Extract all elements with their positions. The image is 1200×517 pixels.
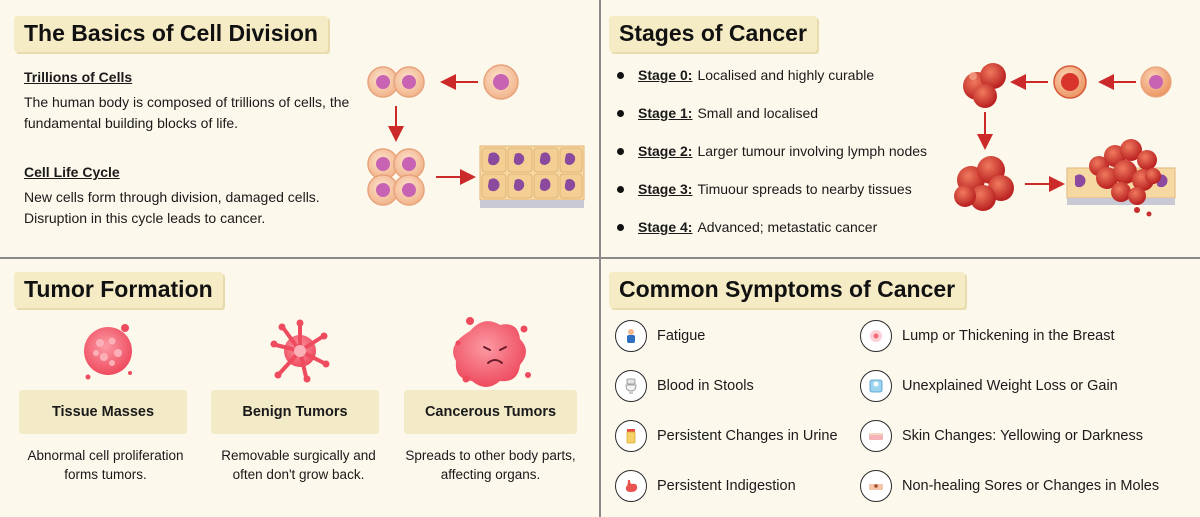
tumor-card-cancerous: Cancerous Tumors	[404, 390, 577, 434]
cancer-progression-illustration	[954, 63, 1176, 217]
symptom-breast-lump: Lump or Thickening in the Breast	[860, 320, 1115, 352]
stage-3: Stage 3: Timuour spreads to nearby tissu…	[617, 181, 912, 197]
horizontal-divider	[0, 257, 1200, 259]
symptom-blood-in-stools: Blood in Stools	[615, 370, 754, 402]
healthy-cell	[1140, 66, 1172, 98]
stage-label: Stage 4:	[638, 219, 693, 235]
lifecycle-heading: Cell Life Cycle	[24, 164, 120, 180]
two-cells	[367, 66, 425, 98]
symptom-weight-change: Unexplained Weight Loss or Gain	[860, 370, 1118, 402]
stage-label: Stage 0:	[638, 67, 693, 83]
stage-label: Stage 3:	[638, 181, 693, 197]
tumor-desc-benign: Removable surgically and often don't gro…	[221, 448, 376, 482]
stage-label: Stage 2:	[638, 143, 693, 159]
tumor-illustrations	[84, 317, 531, 387]
tumor-desc-cancerous: Spreads to other body parts, affecting o…	[405, 448, 576, 482]
symptom-urine-changes: Persistent Changes in Urine	[615, 420, 838, 452]
skin-icon	[860, 420, 892, 452]
single-cell	[483, 64, 519, 100]
bullet-icon	[617, 147, 624, 155]
trillions-heading: Trillions of Cells	[24, 69, 133, 85]
lifecycle-text: New cells form through division, damaged…	[24, 189, 320, 226]
toilet-icon	[615, 370, 647, 402]
four-cells	[367, 148, 425, 206]
large-cancer-cluster	[954, 156, 1014, 211]
stomach-icon	[615, 470, 647, 502]
trillions-text: The human body is composed of trillions …	[24, 94, 350, 131]
symptom-skin-changes: Skin Changes: Yellowing or Darkness	[860, 420, 1143, 452]
stage-4: Stage 4: Advanced; metastatic cancer	[617, 219, 877, 235]
symptom-label: Lump or Thickening in the Breast	[902, 328, 1115, 344]
stage-text: Timuour spreads to nearby tissues	[697, 181, 912, 197]
urine-cup-icon	[615, 420, 647, 452]
cell-division-panel: The Basics of Cell Division Trillions of…	[0, 0, 599, 257]
cancerous-tumor-icon	[453, 317, 531, 387]
stages-panel: Stages of Cancer Stage 0: Localised and …	[601, 0, 1200, 257]
bullet-icon	[617, 185, 624, 193]
stages-title: Stages of Cancer	[609, 16, 817, 52]
stage-text: Localised and highly curable	[697, 67, 875, 83]
symptom-indigestion: Persistent Indigestion	[615, 470, 796, 502]
small-cancer-cluster	[963, 63, 1006, 108]
stage-1: Stage 1: Small and localised	[617, 105, 818, 121]
symptom-label: Fatigue	[657, 328, 706, 344]
mole-icon	[860, 470, 892, 502]
symptom-label: Persistent Changes in Urine	[657, 428, 838, 444]
symptoms-panel: Common Symptoms of Cancer Fatigue Blood …	[601, 259, 1200, 517]
cell-division-title: The Basics of Cell Division	[14, 16, 328, 52]
tissue-block	[479, 145, 585, 208]
bullet-icon	[617, 109, 624, 117]
stage-label: Stage 1:	[638, 105, 693, 121]
stage-0: Stage 0: Localised and highly curable	[617, 67, 874, 83]
fatigue-icon	[615, 320, 647, 352]
scale-icon	[860, 370, 892, 402]
cell-division-illustration	[367, 64, 585, 208]
stage-text: Larger tumour involving lymph nodes	[697, 143, 928, 159]
benign-tumor-icon	[270, 319, 330, 383]
stage-text: Advanced; metastatic cancer	[697, 219, 878, 235]
lump-icon	[860, 320, 892, 352]
tissue-mass-icon	[84, 324, 132, 380]
symptom-label: Non-healing Sores or Changes in Moles	[902, 478, 1160, 494]
tumor-card-benign: Benign Tumors	[211, 390, 379, 434]
symptom-label: Persistent Indigestion	[657, 478, 796, 494]
symptom-label: Skin Changes: Yellowing or Darkness	[902, 428, 1143, 444]
stage-2: Stage 2: Larger tumour involving lymph n…	[617, 143, 927, 159]
mutated-cell	[1053, 65, 1087, 99]
symptom-fatigue: Fatigue	[615, 320, 705, 352]
invasive-tumor	[1066, 139, 1176, 217]
symptom-sores-moles: Non-healing Sores or Changes in Moles	[860, 470, 1159, 502]
tumor-desc-tissue-masses: Abnormal cell proliferation forms tumors…	[27, 448, 184, 482]
tumor-panel: Tumor Formation	[0, 259, 599, 517]
tumor-title: Tumor Formation	[14, 272, 223, 308]
symptom-label: Blood in Stools	[657, 378, 754, 394]
symptom-label: Unexplained Weight Loss or Gain	[902, 378, 1118, 394]
tumor-card-tissue-masses: Tissue Masses	[19, 390, 187, 434]
stage-text: Small and localised	[697, 105, 819, 121]
bullet-icon	[617, 71, 624, 79]
vertical-divider	[599, 0, 601, 517]
bullet-icon	[617, 223, 624, 231]
symptoms-title: Common Symptoms of Cancer	[609, 272, 966, 308]
